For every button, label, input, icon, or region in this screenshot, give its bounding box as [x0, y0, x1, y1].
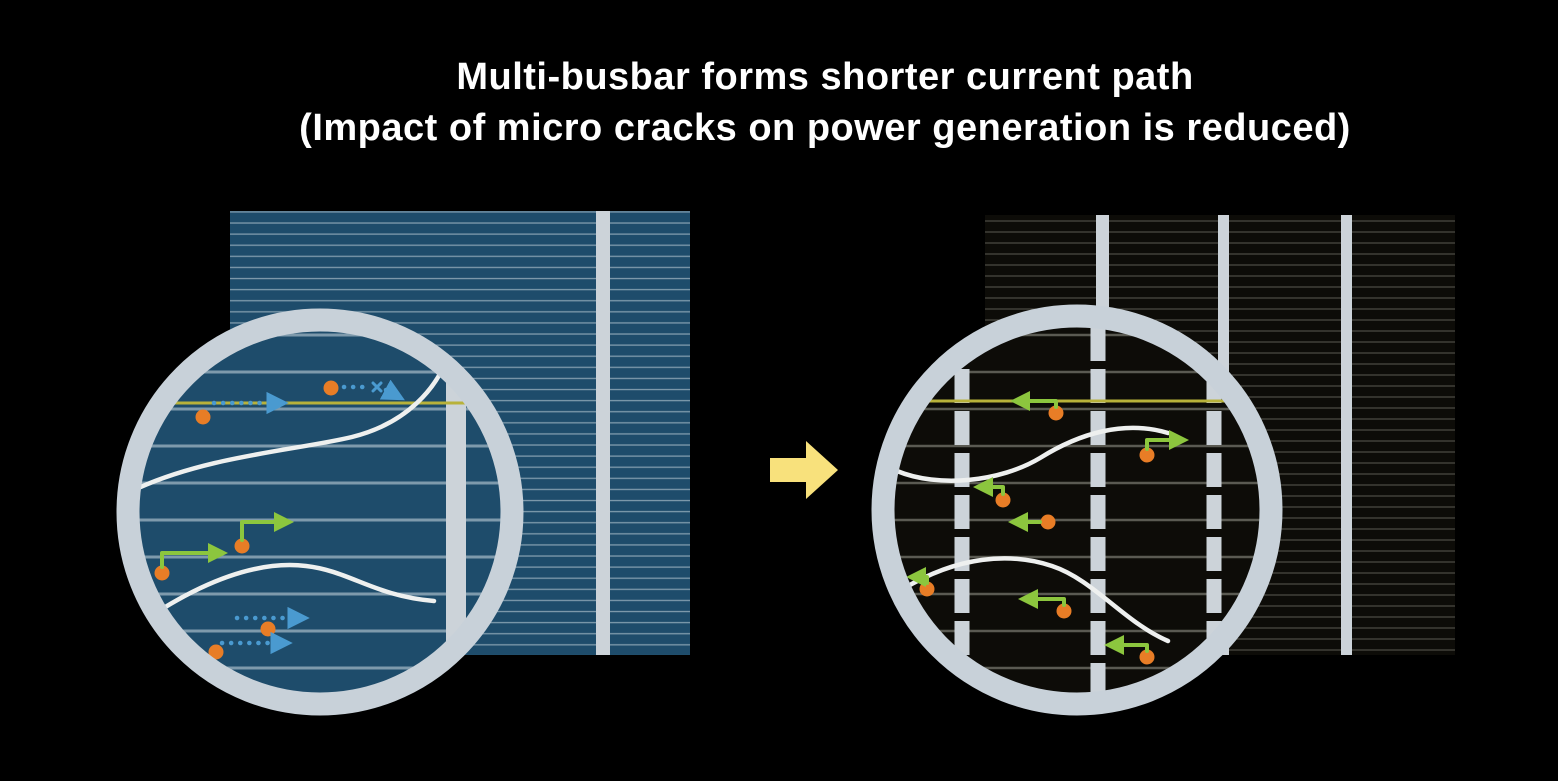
transition-arrow-icon	[770, 441, 838, 499]
magnifier-multibusbar	[871, 304, 1283, 716]
magnifier-conventional-content	[139, 331, 501, 693]
title-line-2: (Impact of micro cracks on power generat…	[299, 107, 1351, 150]
electron-dot	[1048, 405, 1064, 421]
electron-dot	[323, 380, 339, 396]
short-current-path	[1018, 589, 1066, 609]
long-current-path	[379, 379, 405, 401]
right-arrow-icon	[770, 441, 838, 499]
magnified-finger-lines	[139, 331, 501, 693]
title-line-1: Multi-busbar forms shorter current path	[456, 56, 1194, 98]
micro-crack	[139, 341, 455, 493]
busbar	[596, 211, 610, 655]
short-current-path	[1104, 635, 1149, 655]
magnifier-ring	[871, 304, 1283, 716]
micro-crack	[139, 562, 437, 627]
electron-dot	[260, 621, 276, 637]
magnifier-conventional	[116, 308, 524, 716]
electron-dot	[195, 409, 211, 425]
magnifier-multibusbar-content	[894, 327, 1260, 693]
micro-crack	[900, 556, 1171, 644]
electron-dot	[234, 538, 250, 554]
micro-crack	[894, 425, 1171, 483]
short-current-path	[973, 477, 1005, 497]
electron-dot	[995, 492, 1011, 508]
electron-dot	[1139, 649, 1155, 665]
blocked-path-x-icon	[371, 381, 383, 393]
electron-dot	[1139, 447, 1155, 463]
busbar	[1341, 215, 1352, 655]
short-current-path	[1010, 391, 1058, 411]
diagram-title: Multi-busbar forms shorter current path …	[46, 52, 1558, 155]
short-current-path	[160, 543, 228, 569]
electron-dot	[154, 565, 170, 581]
electron-dot	[208, 644, 224, 660]
short-current-path	[1145, 430, 1189, 451]
busbar-magnified	[446, 331, 466, 693]
magnifier-ring	[116, 308, 524, 716]
magnified-finger-lines	[894, 327, 1260, 693]
short-current-path	[240, 512, 294, 542]
electron-dot	[1056, 603, 1072, 619]
short-current-path	[906, 567, 929, 587]
electron-dot	[1040, 514, 1056, 530]
